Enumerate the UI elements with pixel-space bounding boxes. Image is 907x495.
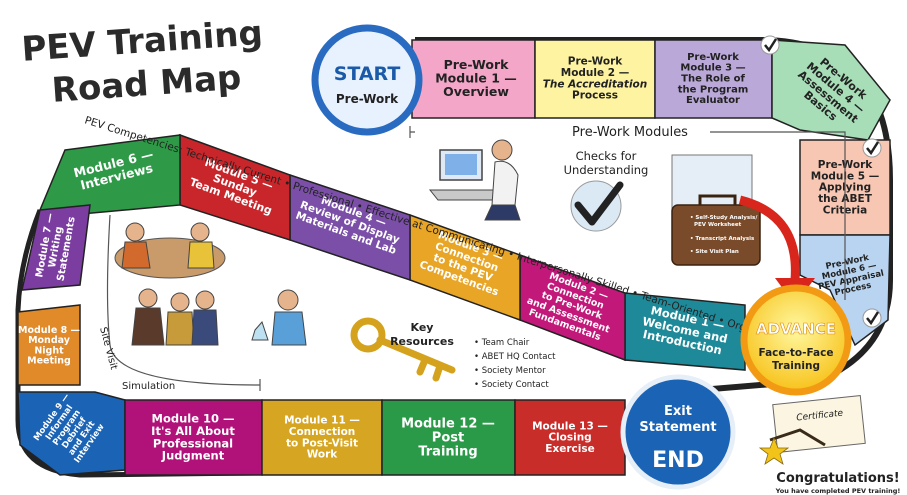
meeting-people-icon bbox=[114, 222, 226, 279]
f2f-module-13-shape bbox=[514, 399, 626, 476]
key-title1: Key bbox=[411, 321, 434, 334]
f2f-module-3[interactable]: Module 3 —Connectionto the PEVCompetenci… bbox=[409, 213, 521, 322]
lab-worker-icon bbox=[251, 289, 307, 346]
exit-line2: Statement bbox=[639, 420, 716, 435]
sitevisit-part1: Site Visit bbox=[97, 326, 119, 371]
advance-circle[interactable] bbox=[740, 284, 852, 396]
prework-modules-label: Pre-Work Modules bbox=[572, 125, 688, 140]
computer-user-icon bbox=[428, 139, 521, 221]
start-sub: Pre-Work bbox=[336, 92, 399, 106]
key-item-3: • Society Mentor bbox=[474, 366, 546, 376]
sitevisit-part2: Simulation bbox=[122, 381, 175, 392]
congrats-line2: You have completed PEV training! bbox=[775, 487, 901, 495]
checks-line1: Checks for bbox=[576, 149, 637, 163]
end-label: END bbox=[652, 448, 704, 473]
briefcase-icon bbox=[671, 154, 761, 266]
f2f-module-6[interactable]: Module 6 —Interviews bbox=[38, 134, 181, 216]
key-item-4: • Society Contact bbox=[474, 380, 549, 390]
f2f-module-1[interactable]: Module 1 —Welcome andIntroduction bbox=[624, 292, 746, 371]
small-check-icon bbox=[760, 35, 780, 55]
f2f-module-8-shape bbox=[17, 304, 81, 386]
f2f-module-7[interactable]: Module 7 —WritingStatements bbox=[21, 204, 91, 291]
f2f-module-2[interactable]: Module 2 —Connectionto Pre-Workand Asses… bbox=[519, 253, 626, 362]
end-circle[interactable] bbox=[620, 374, 736, 490]
advance-label: ADVANCE bbox=[756, 320, 836, 338]
small-check-mark bbox=[866, 311, 880, 326]
exit-line1: Exit bbox=[664, 404, 692, 419]
prework-module-4[interactable]: Pre-WorkModule 4 —AssessmentBasics bbox=[771, 39, 891, 141]
advance-sub2: Training bbox=[772, 360, 820, 372]
checks-line2: Understanding bbox=[564, 163, 649, 177]
briefcase-item-4: • Site Visit Plan bbox=[690, 249, 739, 255]
checkmark-icon bbox=[570, 180, 624, 232]
key-item-1: • Team Chair bbox=[474, 338, 530, 348]
advance-sub1: Face-to-Face bbox=[759, 347, 834, 359]
small-check-mark bbox=[866, 141, 880, 156]
f2f-module-9[interactable]: Module 9 —InformalProgramDebriefand Exit… bbox=[17, 391, 126, 476]
start-circle[interactable] bbox=[311, 24, 423, 136]
f2f-module-6-shape bbox=[38, 134, 181, 216]
key-icon bbox=[350, 317, 456, 382]
small-check-icon bbox=[862, 308, 882, 328]
briefcase-item-1: • Self-Study Analysis/ bbox=[690, 215, 758, 221]
certificate-label: Certificate bbox=[796, 409, 844, 424]
small-check-mark bbox=[764, 38, 778, 53]
briefcase-item-2: PEV Worksheet bbox=[694, 222, 742, 228]
congrats-line1: Congratulations! bbox=[776, 471, 899, 486]
red-arrow-icon bbox=[738, 195, 800, 281]
small-check-icon bbox=[862, 138, 882, 158]
key-title2: Resources bbox=[390, 335, 454, 348]
start-label: START bbox=[334, 63, 401, 85]
briefcase-item-3: • Transcript Analysis bbox=[690, 236, 755, 242]
key-item-2: • ABET HQ Contact bbox=[474, 352, 556, 362]
f2f-module-5[interactable]: Module 5 —SundayTeam Meeting bbox=[179, 133, 291, 242]
certificate-icon bbox=[758, 394, 866, 465]
f2f-module-7-shape bbox=[21, 204, 91, 291]
f2f-module-4[interactable]: Module 4 —Review of DisplayMaterials and… bbox=[289, 173, 411, 282]
interview-people-icon bbox=[131, 288, 219, 346]
